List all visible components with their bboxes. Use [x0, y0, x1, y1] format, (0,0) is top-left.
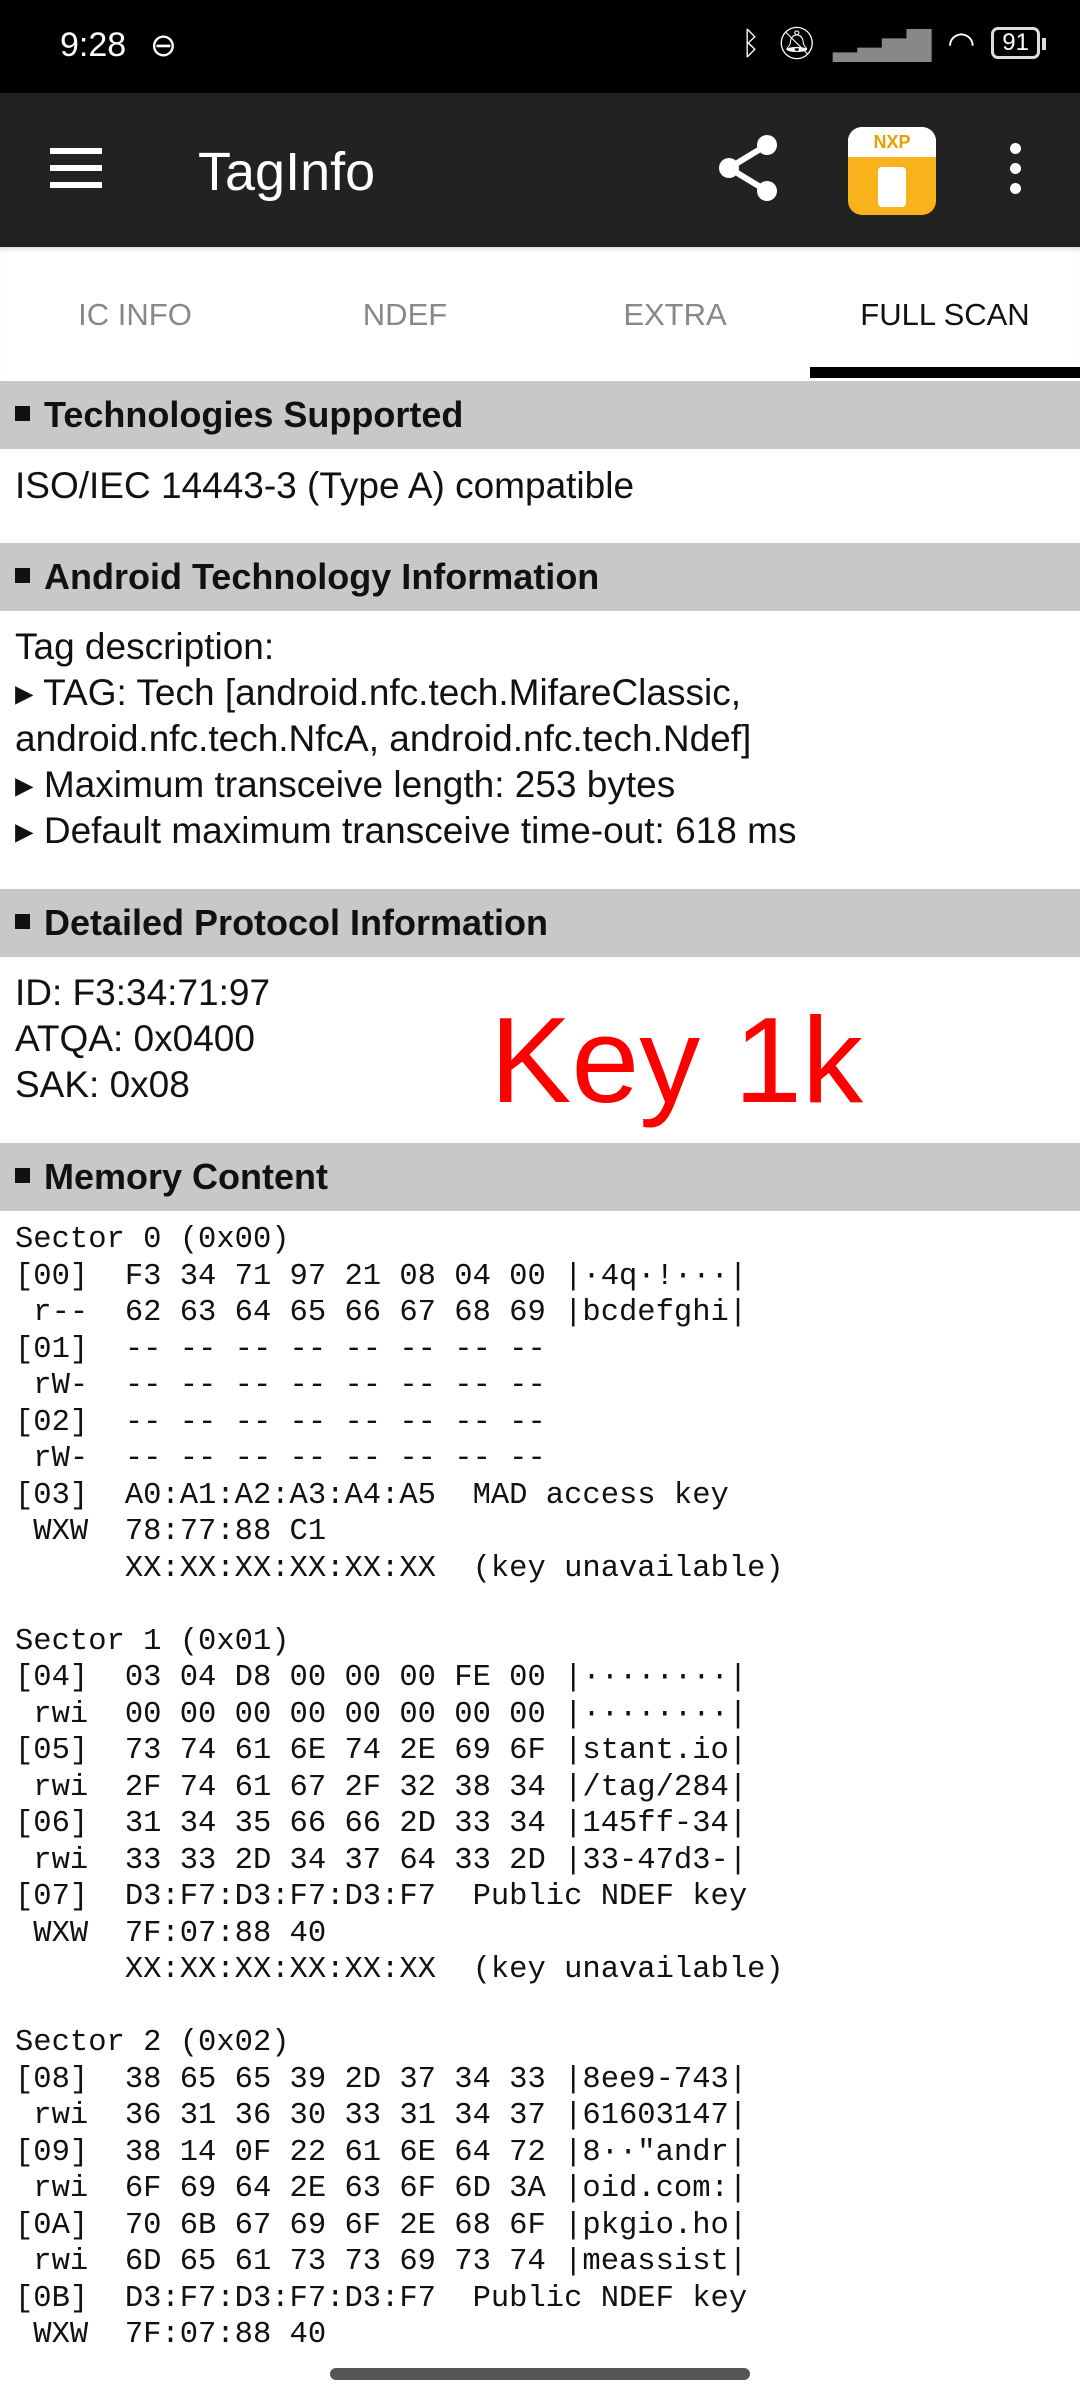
memory-line: rW- -- -- -- -- -- -- -- -- [15, 1369, 546, 1403]
memory-line: [02] -- -- -- -- -- -- -- -- [15, 1405, 546, 1440]
android-line: ▸ Maximum transceive length: 253 bytes [15, 764, 676, 805]
section-header-memory: Memory Content [0, 1143, 1080, 1211]
memory-line: [07] D3:F7:D3:F7:D3:F7 Public NDEF key [15, 1880, 748, 1914]
section-header-protocol: Detailed Protocol Information [0, 889, 1080, 957]
memory-line: rwi 6D 65 61 73 73 69 73 74 |meassist| [15, 2245, 748, 2279]
menu-icon[interactable] [50, 148, 102, 188]
nxp-app-icon[interactable]: NXP [848, 127, 936, 215]
memory-line: [00] F3 34 71 97 21 08 04 00 |·4q·!···| [15, 1259, 748, 1294]
nxp-logo: NXP [848, 127, 936, 157]
memory-line: rwi 00 00 00 00 00 00 00 00 |········| [15, 1697, 748, 1732]
memory-line: XX:XX:XX:XX:XX:XX (key unavailable) [15, 2354, 1075, 2356]
protocol-line: SAK: 0x08 [15, 1064, 190, 1105]
android-line: ▸ TAG: Tech [android.nfc.tech.MifareClas… [15, 672, 741, 713]
memory-sector: Sector 2 (0x02)[08] 38 65 65 39 2D 37 34… [15, 2025, 1075, 2355]
bullet-square-icon [15, 567, 30, 583]
status-time: 9:28 [60, 26, 127, 64]
tab-full-scan[interactable]: FULL SCAN [810, 247, 1080, 378]
memory-line: WXW 7F:07:88 40 [15, 1916, 327, 1951]
wifi-icon: ◠ [947, 25, 976, 61]
tech-line: ISO/IEC 14443-3 (Type A) compatible [15, 465, 635, 506]
section-title: Android Technology Information [44, 556, 600, 597]
app-bar: TagInfo NXP [0, 93, 1080, 247]
tag-icon [878, 167, 906, 207]
tab-bar: IC INFO NDEF EXTRA FULL SCAN [0, 247, 1080, 378]
key-annotation: Key 1k [490, 992, 863, 1128]
memory-line: WXW 7F:07:88 40 [15, 2318, 327, 2352]
memory-line: [06] 31 34 35 66 66 2D 33 34 |145ff-34| [15, 1807, 748, 1841]
memory-sector: Sector 1 (0x01)[04] 03 04 D8 00 00 00 FE… [15, 1624, 1075, 1989]
memory-line: r-- 62 63 64 65 66 67 68 69 |bcdefghi| [15, 1296, 748, 1330]
section-title: Memory Content [44, 1156, 329, 1197]
memory-line: [09] 38 14 0F 22 61 6E 64 72 |8··"andr| [15, 2135, 748, 2170]
memory-line: [03] A0:A1:A2:A3:A4:A5 MAD access key [15, 1478, 729, 1513]
memory-line: [05] 73 74 61 6E 74 2E 69 6F |stant.io| [15, 1734, 748, 1768]
memory-line: rwi 6F 69 64 2E 63 6F 6D 3A |oid.com:| [15, 2172, 748, 2206]
android-line: android.nfc.tech.NfcA, android.nfc.tech.… [15, 718, 752, 759]
memory-line: Sector 1 (0x01) [15, 1624, 290, 1659]
bell-muted-icon: 🔕︎ [776, 25, 817, 61]
memory-line: rW- -- -- -- -- -- -- -- -- [15, 1442, 546, 1476]
section-title: Detailed Protocol Information [44, 902, 549, 943]
section-header-technologies: Technologies Supported [0, 381, 1080, 449]
memory-line: Sector 2 (0x02) [15, 2026, 290, 2060]
sync-icon: ⊖ [150, 27, 177, 63]
memory-line: Sector 0 (0x00) [15, 1223, 290, 1257]
bullet-square-icon [15, 405, 30, 421]
tab-ndef[interactable]: NDEF [362, 297, 448, 332]
memory-sector: Sector 0 (0x00)[00] F3 34 71 97 21 08 04… [15, 1222, 1075, 1587]
signal-icon: ▂▃▅▇ [832, 25, 932, 61]
battery-icon: 91 [991, 27, 1046, 59]
memory-line: [0A] 70 6B 67 69 6F 2E 68 6F |pkgio.ho| [15, 2208, 748, 2243]
bluetooth-icon: ᛒ [741, 24, 761, 61]
share-icon[interactable] [715, 133, 781, 203]
memory-line: WXW 78:77:88 C1 [15, 1515, 327, 1549]
more-options-icon[interactable] [1010, 143, 1021, 194]
tab-ic-info[interactable]: IC INFO [78, 297, 192, 332]
section-header-android: Android Technology Information [0, 543, 1080, 611]
android-line: ▸ Default maximum transceive time-out: 6… [15, 810, 797, 851]
section-title: Technologies Supported [44, 394, 464, 435]
memory-line: [08] 38 65 65 39 2D 37 34 33 |8ee9-743| [15, 2062, 748, 2097]
memory-line: rwi 33 33 2D 34 37 64 33 2D |33-47d3-| [15, 1843, 748, 1878]
protocol-line: ATQA: 0x0400 [15, 1018, 255, 1059]
memory-line: [01] -- -- -- -- -- -- -- -- [15, 1332, 546, 1367]
technologies-content: ISO/IEC 14443-3 (Type A) compatible [15, 463, 634, 509]
bullet-square-icon [15, 1167, 30, 1183]
app-title: TagInfo [198, 142, 376, 202]
tab-extra[interactable]: EXTRA [623, 297, 727, 332]
status-bar: 9:28 ⊖ ᛒ 🔕︎ ▂▃▅▇ ◠ 91 [0, 0, 1080, 93]
memory-line: XX:XX:XX:XX:XX:XX (key unavailable) [15, 1551, 784, 1586]
protocol-line: ID: F3:34:71:97 [15, 972, 271, 1013]
gesture-nav-handle[interactable] [330, 2368, 750, 2380]
memory-dump[interactable]: Sector 0 (0x00)[00] F3 34 71 97 21 08 04… [15, 1222, 1075, 2355]
memory-line: [04] 03 04 D8 00 00 00 FE 00 |········| [15, 1661, 748, 1695]
protocol-content: ID: F3:34:71:97 ATQA: 0x0400 SAK: 0x08 [15, 970, 270, 1108]
memory-line: [0B] D3:F7:D3:F7:D3:F7 Public NDEF key [15, 2281, 748, 2316]
bullet-square-icon [15, 913, 30, 929]
memory-line: rwi 36 31 36 30 33 31 34 37 |61603147| [15, 2099, 748, 2133]
memory-line: rwi 2F 74 61 67 2F 32 38 34 |/tag/284| [15, 1770, 748, 1805]
android-line: Tag description: [15, 626, 275, 667]
android-content: Tag description: ▸ TAG: Tech [android.nf… [15, 624, 796, 854]
memory-line: XX:XX:XX:XX:XX:XX (key unavailable) [15, 1953, 784, 1987]
